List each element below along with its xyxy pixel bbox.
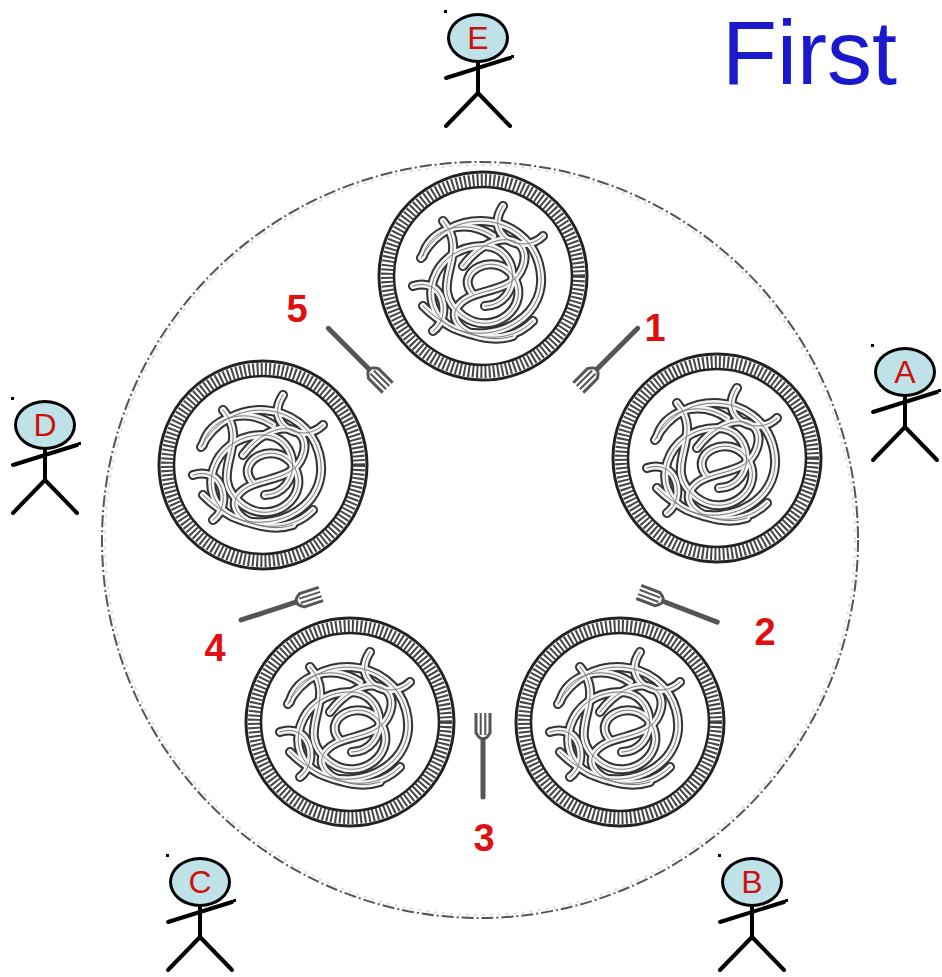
fork-symbol — [636, 585, 719, 628]
fork-number: 1 — [644, 309, 665, 347]
fork-symbol — [239, 587, 323, 626]
stick-body — [168, 902, 232, 970]
philosopher-head: D — [14, 400, 76, 450]
fork-symbol — [573, 323, 642, 392]
table-edge-shade — [105, 165, 855, 915]
philosopher-letter: A — [894, 356, 915, 388]
fork-number: 4 — [204, 629, 225, 667]
stick-body — [13, 445, 77, 513]
stick-body — [720, 902, 784, 970]
philosopher-head: A — [874, 347, 936, 397]
philosopher-letter: B — [741, 866, 762, 898]
philosopher-head: C — [169, 857, 231, 907]
fork-symbol — [476, 713, 490, 797]
fork-number: 2 — [754, 613, 775, 651]
page-title: First — [722, 8, 897, 98]
pasta-plate — [159, 361, 367, 569]
pasta-plate — [246, 618, 454, 826]
eye-dots — [11, 10, 941, 902]
philosopher-letter: C — [188, 866, 211, 898]
fork-number: 3 — [473, 819, 494, 857]
stick-bodies — [13, 58, 937, 970]
fork-number: 5 — [286, 290, 307, 328]
pasta-plate — [516, 618, 724, 826]
table-edge — [102, 162, 858, 918]
pasta-plate — [379, 172, 587, 380]
pasta-plate — [613, 354, 821, 562]
fork-symbol — [323, 323, 392, 392]
stick-body — [446, 58, 510, 126]
philosopher-letter: E — [467, 22, 488, 54]
philosopher-letter: D — [33, 409, 56, 441]
stick-body — [873, 392, 937, 460]
philosopher-head: E — [447, 13, 509, 63]
philosopher-head: B — [721, 857, 783, 907]
